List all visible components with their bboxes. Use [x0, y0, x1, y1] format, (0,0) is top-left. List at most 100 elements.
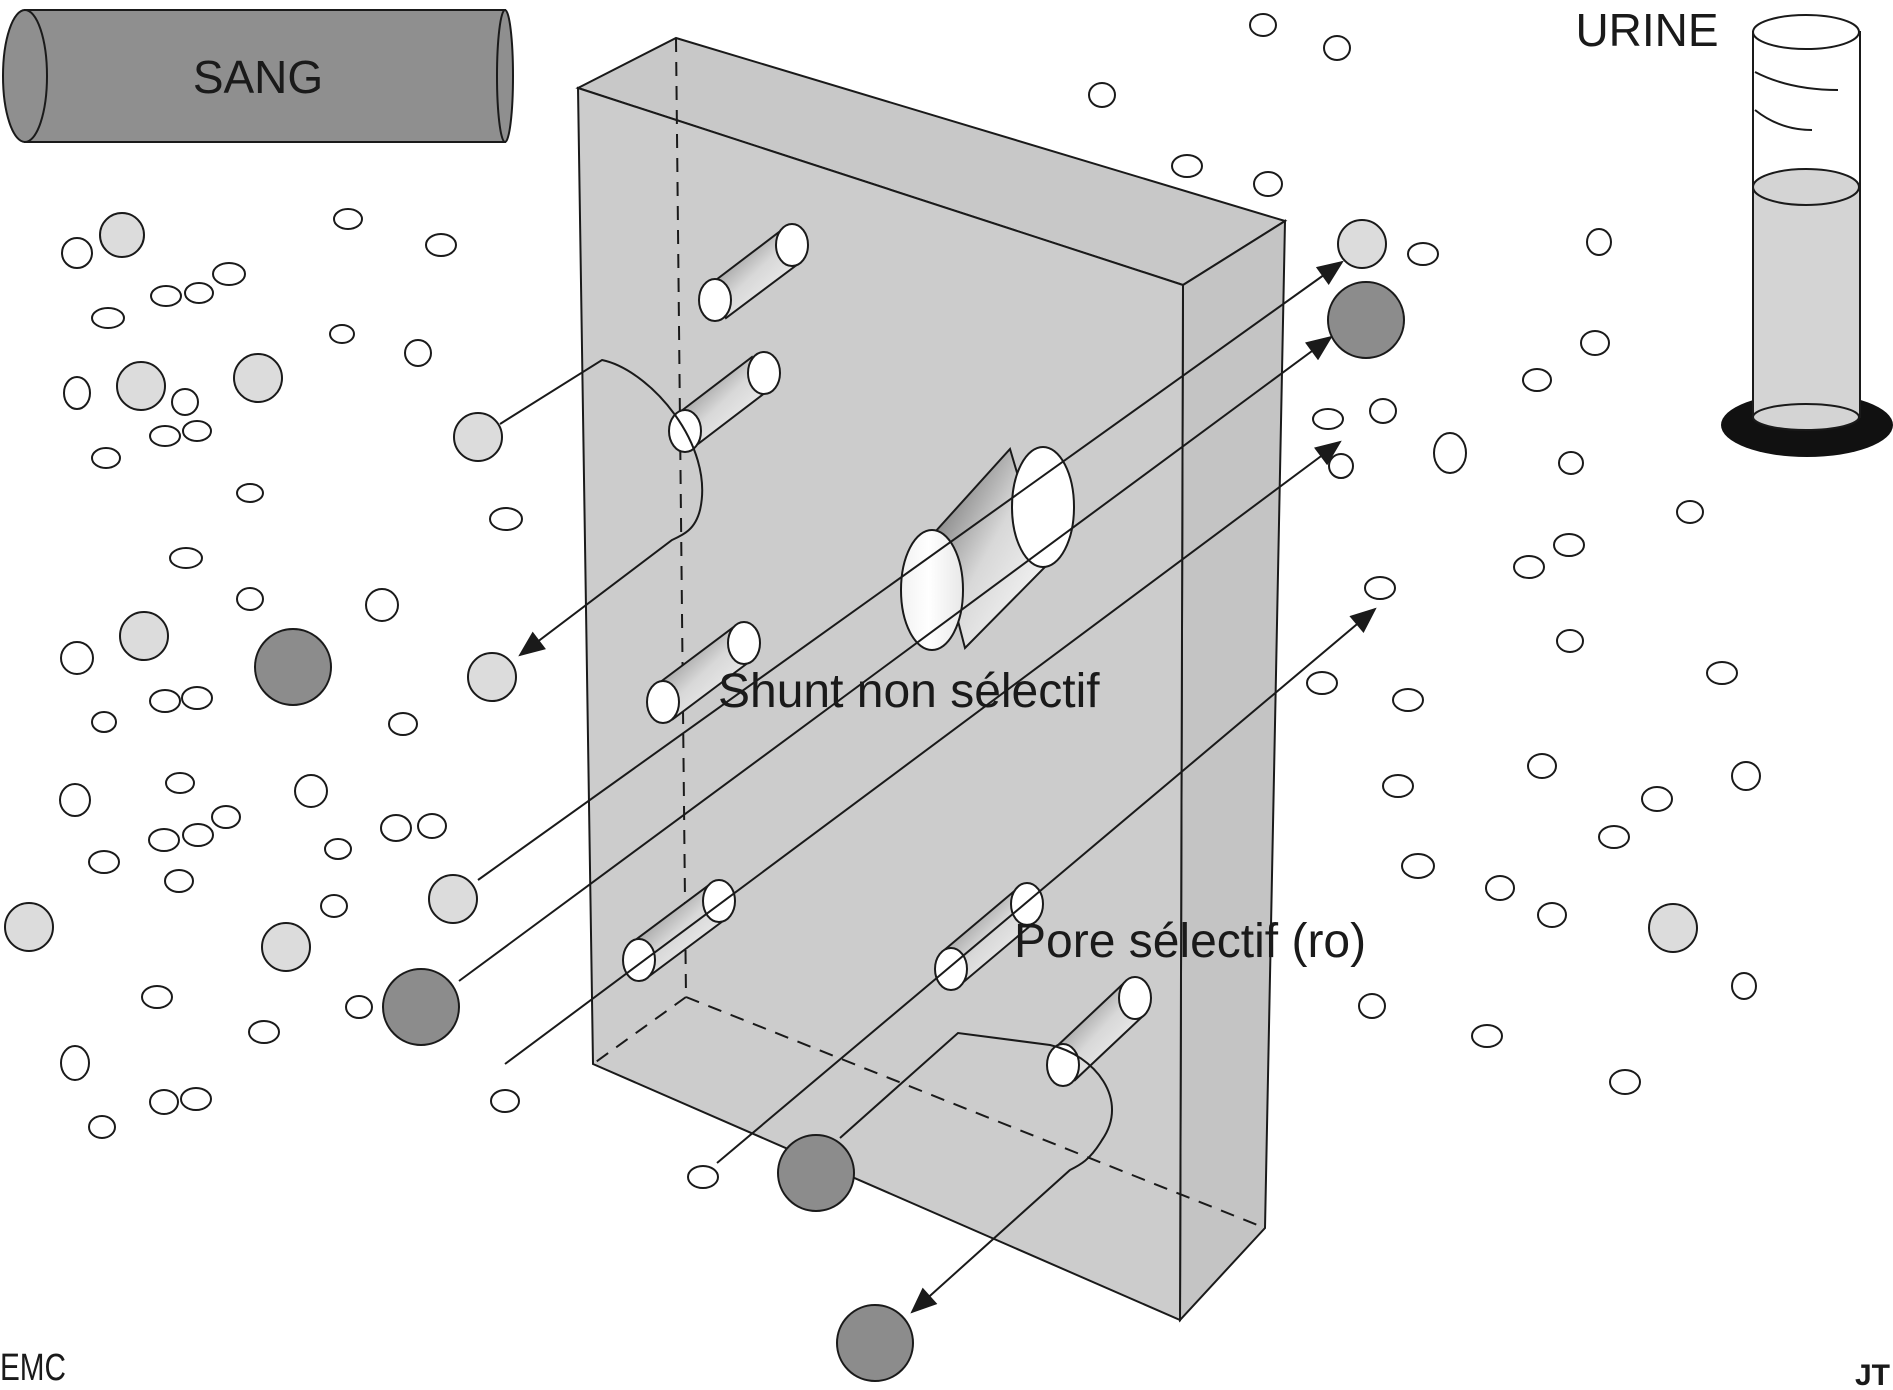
medium-particle	[1648, 903, 1698, 953]
small-particle	[182, 420, 212, 442]
small-particle	[1609, 1069, 1641, 1095]
small-particle	[149, 425, 181, 447]
small-particle	[320, 894, 348, 918]
small-particle	[1382, 774, 1414, 798]
small-particle	[212, 262, 246, 286]
pore-trajectory	[716, 607, 1377, 1164]
small-particle	[425, 233, 457, 257]
small-particle	[404, 339, 432, 367]
small-particle	[1485, 875, 1515, 901]
large-particle	[1327, 281, 1405, 359]
large-particle	[777, 1134, 855, 1212]
small-particle	[1358, 993, 1386, 1019]
graduated-cylinder-icon	[1721, 14, 1893, 457]
medium-particle	[99, 212, 145, 258]
small-particle	[180, 1087, 212, 1111]
small-particle	[88, 850, 120, 874]
medium-particle	[453, 412, 503, 462]
small-particle	[1731, 972, 1757, 1000]
small-particle	[1323, 35, 1351, 61]
particles	[4, 13, 1761, 1382]
publisher-logo: EMC	[0, 1347, 66, 1389]
medium-particle	[1337, 219, 1387, 269]
small-particle	[1676, 500, 1704, 524]
small-particle	[1513, 555, 1545, 579]
small-particle	[1249, 13, 1277, 37]
small-particle	[1401, 853, 1435, 879]
blood-label: SANG	[193, 51, 323, 103]
medium-particle	[467, 652, 517, 702]
shunt-trajectory	[458, 335, 1333, 982]
medium-particle	[119, 611, 169, 661]
small-particle	[1556, 629, 1584, 653]
small-particle	[345, 995, 373, 1019]
small-particle	[329, 324, 355, 344]
trajectories	[458, 260, 1377, 1314]
small-particle	[1392, 688, 1424, 712]
large-particle	[836, 1304, 914, 1382]
small-particle	[63, 376, 91, 410]
small-particle	[1641, 786, 1673, 812]
small-particle	[169, 547, 203, 569]
small-particle	[165, 772, 195, 794]
small-particle	[164, 869, 194, 893]
small-particle	[60, 641, 94, 675]
small-particle	[248, 1020, 280, 1044]
small-particle	[91, 711, 117, 733]
small-particle	[1471, 1024, 1503, 1048]
small-particle	[1522, 368, 1552, 392]
selective-pore	[668, 351, 781, 453]
selective-pores	[622, 223, 1152, 1087]
small-particle	[1580, 330, 1610, 356]
reflected-trajectory	[499, 358, 703, 657]
small-particle	[1171, 154, 1203, 178]
medium-particle	[428, 874, 478, 924]
pore-label: Pore sélectif (ro)	[1014, 915, 1366, 968]
small-particle	[324, 838, 352, 860]
shunt-trajectory	[504, 440, 1342, 1065]
small-particle	[1598, 825, 1630, 849]
selective-pore	[698, 223, 809, 322]
small-particle	[1312, 408, 1344, 430]
small-particle	[149, 1089, 179, 1115]
large-particle	[254, 628, 332, 706]
small-particle	[1558, 451, 1584, 475]
medium-particle	[116, 361, 166, 411]
small-particle	[1328, 453, 1354, 479]
shunt-label: Shunt non sélectif	[718, 665, 1100, 718]
medium-particle	[261, 922, 311, 972]
small-particle	[171, 388, 199, 416]
small-particle	[141, 985, 173, 1009]
small-particle	[1253, 171, 1283, 197]
small-particle	[1364, 576, 1396, 600]
medium-particle	[4, 902, 54, 952]
small-particle	[1527, 753, 1557, 779]
blood-vessel-tube-icon	[2, 9, 514, 143]
small-particle	[388, 712, 418, 736]
small-particle	[1553, 533, 1585, 557]
small-particle	[1537, 902, 1567, 928]
small-particle	[1706, 661, 1738, 685]
small-particle	[184, 282, 214, 304]
small-particle	[181, 686, 213, 710]
small-particle	[333, 208, 363, 230]
small-particle	[417, 813, 447, 839]
small-particle	[380, 814, 412, 842]
small-particle	[1586, 228, 1612, 256]
small-particle	[1731, 761, 1761, 791]
small-particle	[182, 823, 214, 847]
small-particle	[1369, 398, 1397, 424]
small-particle	[150, 285, 182, 307]
selective-pore	[934, 882, 1044, 991]
small-particle	[365, 588, 399, 622]
shunt-trajectory	[477, 260, 1344, 881]
small-particle	[59, 783, 91, 817]
small-particle	[1407, 242, 1439, 266]
small-particle	[91, 307, 125, 329]
small-particle	[1306, 671, 1338, 695]
small-particle	[236, 483, 264, 503]
reflected-trajectory	[839, 1031, 1113, 1314]
small-particle	[490, 1089, 520, 1113]
